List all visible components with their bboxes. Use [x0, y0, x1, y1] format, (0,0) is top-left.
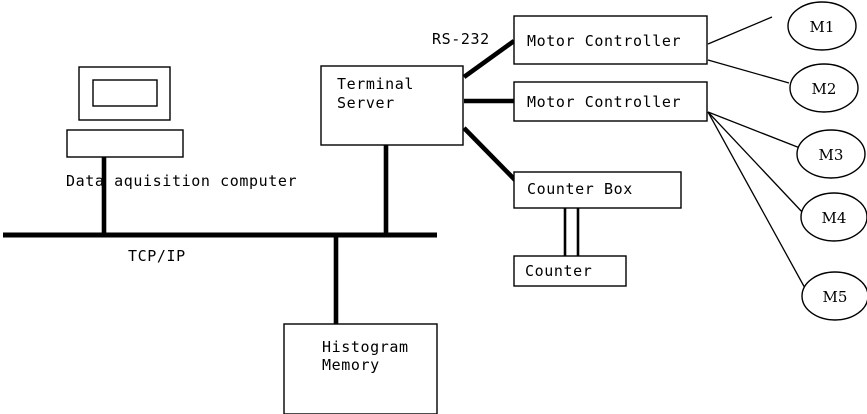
motor-m5[interactable]: M5: [801, 271, 867, 321]
histogram-memory-label-line1: Histogram: [322, 338, 409, 356]
terminal-server-label-line2: Server: [337, 94, 395, 112]
histogram-memory-label-line2: Memory: [322, 356, 380, 374]
rs232-label: RS-232: [432, 30, 490, 48]
link-motor-controller-1-to-m2: [707, 59, 790, 84]
computer-label: Data aquisition computer: [66, 172, 297, 190]
link-motor-controller-2-to-m3: [707, 111, 801, 149]
counter-label: Counter: [525, 262, 592, 280]
motor-controller-1-box[interactable]: [513, 15, 708, 65]
computer-base-icon: [66, 129, 184, 158]
terminal-server-box[interactable]: [320, 65, 464, 146]
motor-m5-ellipse: [801, 271, 867, 321]
motor-m3-ellipse: [796, 129, 866, 179]
motor-m1-ellipse: [787, 1, 857, 51]
motor-m2-label: M2: [812, 80, 837, 98]
link-motor-controller-2-to-m5: [707, 111, 807, 291]
motor-m1[interactable]: M1: [787, 1, 857, 51]
motor-controller-2-box[interactable]: [513, 81, 708, 122]
link-terminal-server-to-motor-controller-1: [462, 39, 516, 79]
motor-m3[interactable]: M3: [796, 129, 866, 179]
terminal-server-label-line1: Terminal: [337, 75, 414, 93]
motor-m1-label: M1: [810, 18, 835, 36]
data-acquisition-computer[interactable]: [66, 66, 184, 158]
counter-box-label: Counter Box: [527, 180, 633, 198]
monitor-screen-icon: [92, 79, 158, 107]
motor-controller-2-label: Motor Controller: [527, 93, 681, 111]
tcpip-label: TCP/IP: [128, 247, 186, 265]
motor-m4[interactable]: M4: [800, 192, 867, 242]
motor-m4-ellipse: [800, 192, 867, 242]
motor-controller-1-label: Motor Controller: [527, 32, 681, 50]
link-terminal-server-to-counter-box: [462, 126, 518, 183]
motor-m4-label: M4: [822, 209, 847, 227]
histogram-memory-box[interactable]: [283, 323, 438, 414]
motor-m3-label: M3: [819, 146, 844, 164]
counter-box[interactable]: [513, 255, 627, 287]
motor-m2-ellipse: [789, 63, 859, 113]
motor-m2[interactable]: M2: [789, 63, 859, 113]
counter-box-box[interactable]: [513, 171, 682, 209]
motor-m5-label: M5: [823, 288, 848, 306]
link-motor-controller-2-to-m4: [707, 111, 805, 215]
link-motor-controller-1-to-m1: [707, 16, 773, 45]
